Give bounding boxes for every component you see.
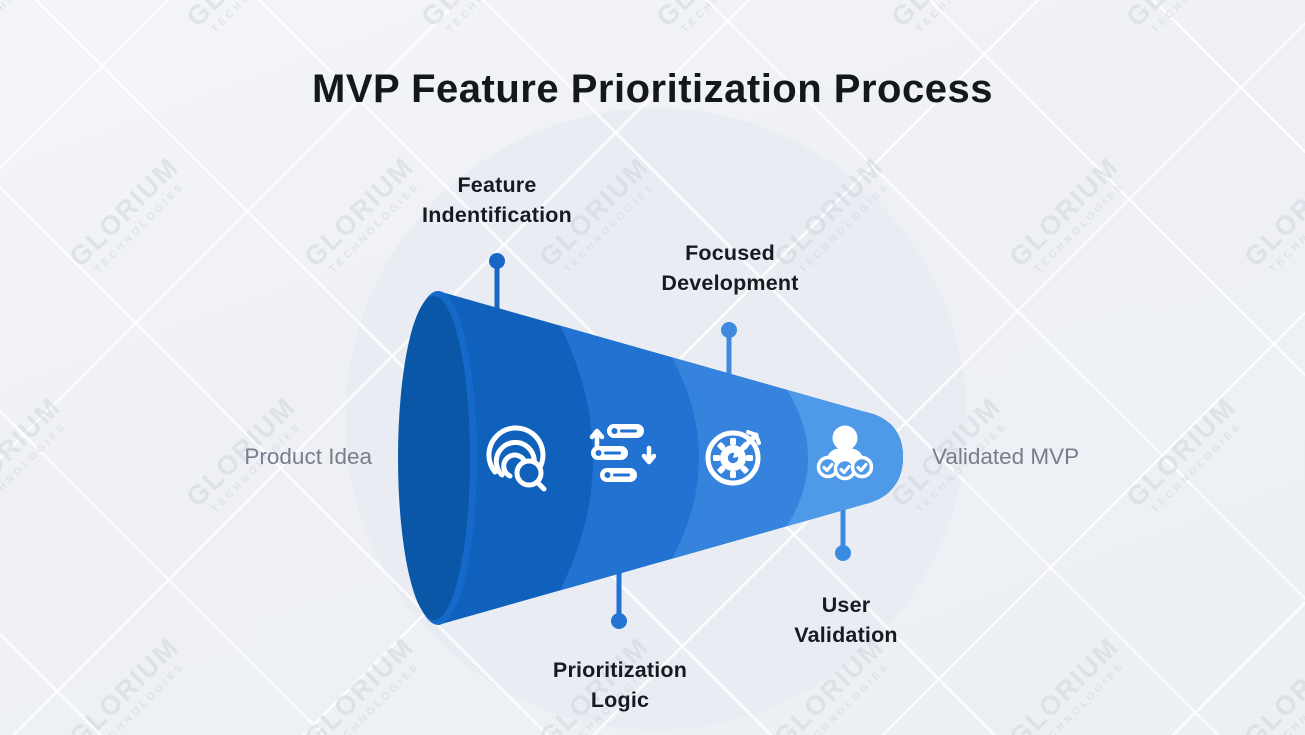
stage-label-line: Feature [457,173,537,197]
stage-label-line: User [821,593,871,617]
stage-label-line: Validation [794,623,898,647]
stage-label-line: Indentification [422,203,572,227]
stage-label-line: Focused [685,241,775,265]
user-checks-icon [816,425,874,481]
stage-label-line: Development [661,271,799,295]
target-gear-icon [705,430,761,486]
stem-dot-1 [489,253,505,269]
fingerprint-search-icon [486,425,547,492]
stage-label-prioritization-logic: Prioritization Logic [553,655,687,715]
page-title: MVP Feature Prioritization Process [312,67,993,111]
stage-label-user-validation: User Validation [794,590,898,650]
dart-shaft [738,432,759,453]
stem-dot-3 [721,322,737,338]
funnel-mouth-face [398,296,470,620]
dart-head [733,446,745,458]
stem-dot-4 [835,545,851,561]
reorder-priority-icon [589,424,657,482]
dart-fletching [746,430,761,445]
stem-dot-2 [611,613,627,629]
stage-label-line: Logic [590,688,650,712]
magnifier-handle [534,479,547,492]
stem-connectors [489,253,851,629]
output-label-validated-mvp: Validated MVP [932,444,1080,469]
input-label-product-idea: Product Idea [244,444,372,469]
stage-label-feature-identification: Feature Indentification [422,170,572,230]
magnifier-lens [514,458,544,488]
stage-label-line: Prioritization [552,658,688,682]
stage-label-focused-development: Focused Development [661,238,798,298]
